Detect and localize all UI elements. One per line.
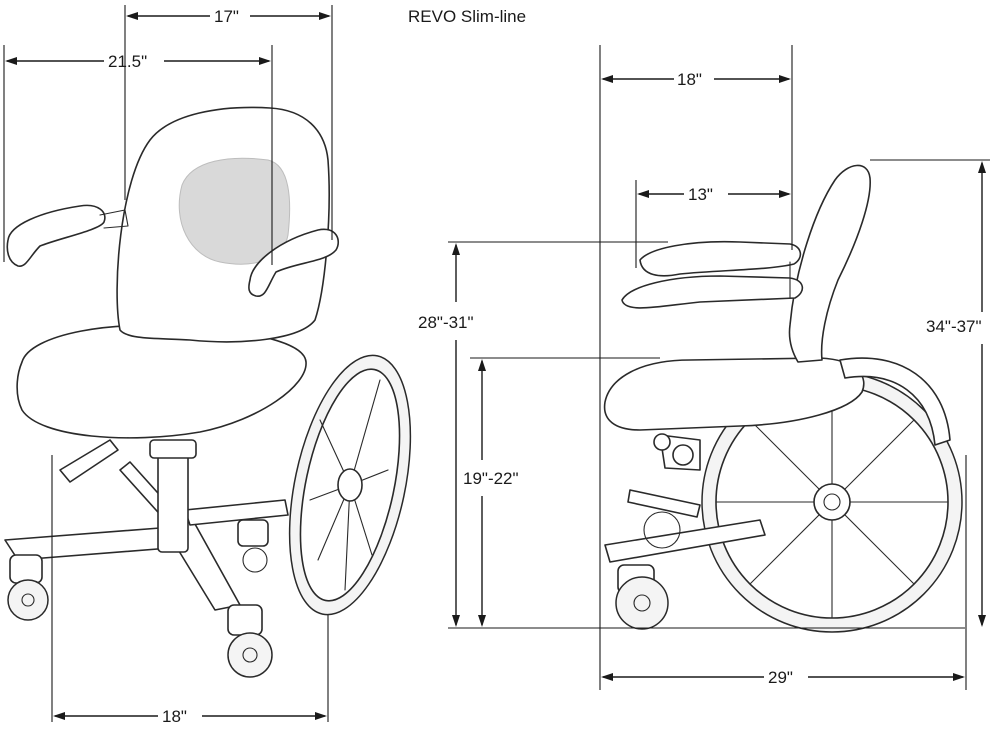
dim-side-arm-height: 28"-31"	[418, 241, 965, 629]
side-rear-caster	[643, 511, 681, 549]
dim-label-28-31: 28"-31"	[418, 313, 474, 332]
front-seat-cushion	[16, 324, 307, 439]
front-backrest	[116, 106, 330, 343]
dim-label-17: 17"	[214, 7, 239, 26]
front-rear-wheel	[288, 354, 412, 616]
front-right-armrest	[248, 228, 340, 297]
dim-label-19-22: 19"-22"	[463, 469, 519, 488]
dim-side-overall-height: 34"-37"	[870, 159, 990, 627]
side-front-caster	[615, 564, 669, 630]
side-rear-wheel	[701, 371, 963, 633]
dim-front-base-width: 18"	[51, 455, 329, 726]
dim-label-18-front: 18"	[162, 707, 187, 726]
dim-side-armrest-length: 13"	[635, 180, 791, 268]
side-armrest	[639, 240, 802, 277]
dim-label-18-side: 18"	[677, 70, 702, 89]
dim-label-29: 29"	[768, 668, 793, 687]
dim-label-21-5: 21.5"	[108, 52, 147, 71]
front-right-caster	[227, 604, 273, 678]
front-base-frame	[4, 439, 289, 611]
side-backrest	[788, 164, 871, 363]
front-left-armrest	[6, 204, 106, 267]
front-view-chair	[4, 106, 412, 678]
side-seat-cushion	[603, 357, 865, 431]
dim-front-top-width: 17"	[124, 5, 333, 240]
front-left-caster	[7, 554, 49, 621]
front-rear-caster	[237, 519, 269, 573]
backrest-mesh-panel	[178, 157, 291, 265]
side-base-frame	[604, 433, 766, 563]
dim-side-depth: 18"	[599, 45, 793, 690]
side-view-chair	[603, 164, 963, 633]
dim-label-13: 13"	[688, 185, 713, 204]
dim-label-34-37: 34"-37"	[926, 317, 982, 336]
dim-side-seat-height: 19"-22"	[463, 357, 660, 627]
dim-side-overall-length: 29"	[601, 455, 967, 690]
dim-front-overall-width: 21.5"	[3, 45, 273, 265]
diagram-title: REVO Slim-line	[408, 7, 526, 26]
